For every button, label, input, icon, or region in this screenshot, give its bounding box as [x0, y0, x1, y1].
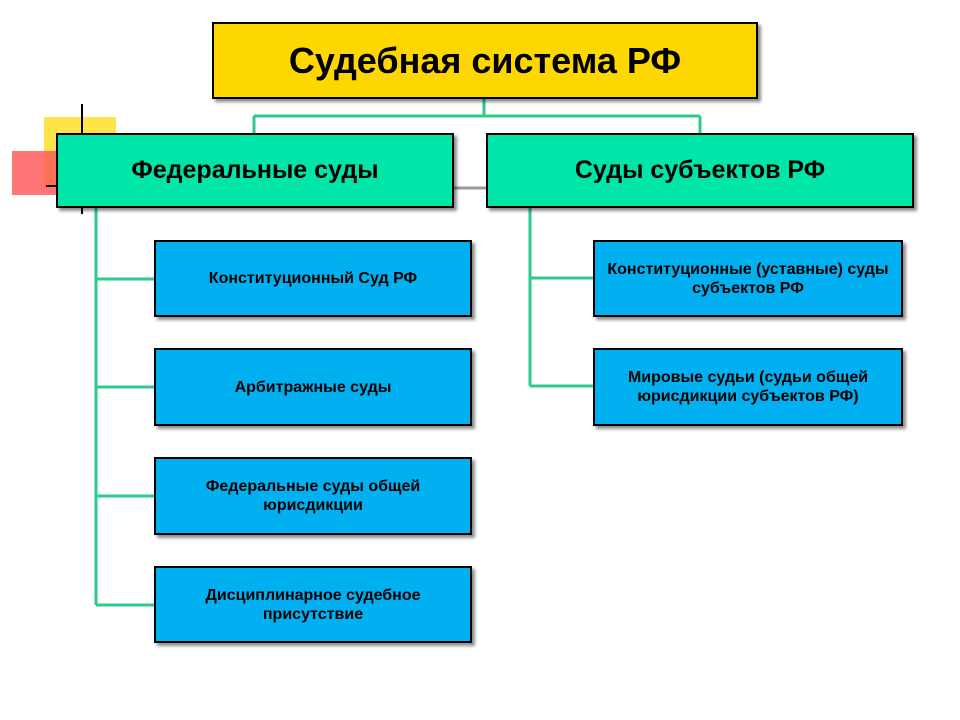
- justices-of-peace-node: Мировые судьи (судьи общей юрисдикции су…: [593, 348, 903, 426]
- federal-courts-node: Федеральные суды: [56, 133, 454, 208]
- root-node: Судебная система РФ: [212, 22, 758, 99]
- disciplinary-court-node: Дисциплинарное судебное присутствие: [154, 566, 472, 643]
- constitutional-court-node: Конституционный Суд РФ: [154, 240, 472, 317]
- regional-constitutional-courts-node: Конституционные (уставные) суды субъекто…: [593, 240, 903, 317]
- regional-courts-node: Суды субъектов РФ: [486, 133, 914, 208]
- arbitration-courts-node: Арбитражные суды: [154, 348, 472, 426]
- general-jurisdiction-courts-node: Федеральные суды общей юрисдикции: [154, 457, 472, 535]
